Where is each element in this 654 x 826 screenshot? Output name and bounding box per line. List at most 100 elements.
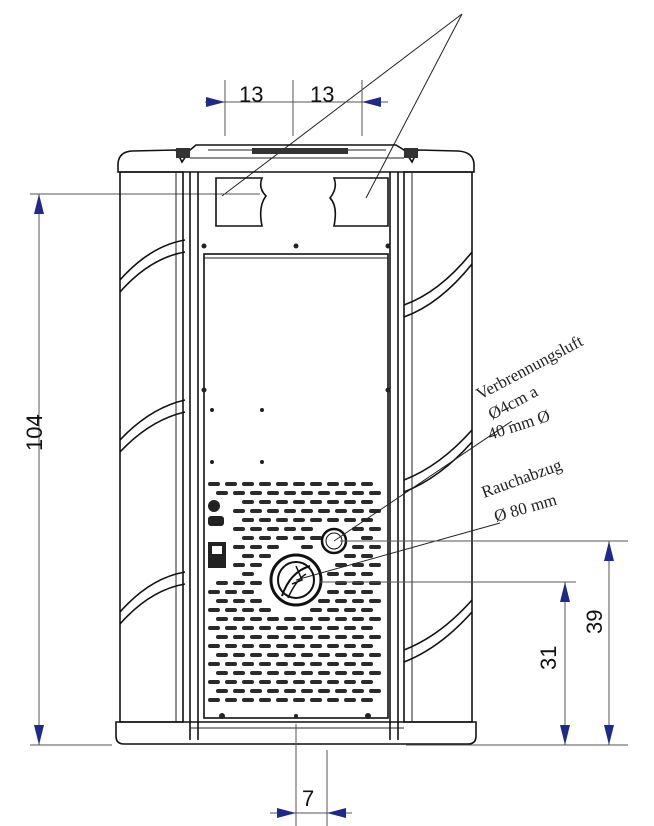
grille-slot — [327, 680, 339, 684]
grille-slot — [369, 635, 381, 639]
grille-slot — [352, 617, 364, 621]
grille-slot — [352, 689, 364, 693]
grille-slot — [242, 662, 254, 666]
grille-slot — [267, 527, 279, 531]
grille-slot — [344, 482, 356, 486]
control-panel — [208, 500, 226, 568]
grille-slot — [267, 671, 279, 675]
grille-slot — [301, 509, 313, 513]
grille-slot — [310, 536, 322, 540]
grille-slot — [301, 671, 313, 675]
grille-slot — [225, 590, 237, 594]
grille-slot — [233, 653, 245, 657]
grille-slot — [361, 536, 373, 540]
dim-flue-height: 31 — [536, 646, 561, 670]
grille-slot — [344, 608, 356, 612]
grille-slot — [318, 671, 330, 675]
grille-slot — [344, 572, 356, 576]
grille-slot — [225, 662, 237, 666]
grille-slot — [225, 482, 237, 486]
grille-slot — [318, 509, 330, 513]
grille-slot — [250, 527, 262, 531]
stove-body — [115, 144, 477, 745]
grille-slot — [216, 581, 228, 585]
grille-slot — [344, 698, 356, 702]
grille-slot — [301, 527, 313, 531]
grille-slot — [327, 608, 339, 612]
grille-slot — [225, 698, 237, 702]
grille-slot — [361, 482, 373, 486]
grille-slot — [344, 626, 356, 630]
grille-slot — [216, 653, 228, 657]
grille-slot — [284, 635, 296, 639]
grille-slot — [310, 626, 322, 630]
grille-slot — [259, 482, 271, 486]
grille-slot — [318, 491, 330, 495]
grille-slot — [301, 689, 313, 693]
grille-slot — [250, 689, 262, 693]
grille-slot — [344, 518, 356, 522]
grille-slot — [327, 500, 339, 504]
grille-slot — [335, 635, 347, 639]
grille-slot — [216, 617, 228, 621]
grille-slot — [242, 518, 254, 522]
grille-slot — [361, 644, 373, 648]
grille-slot — [208, 626, 220, 630]
grille-slot — [242, 644, 254, 648]
grille-slot — [242, 680, 254, 684]
grille-slot — [216, 491, 228, 495]
grille-slot — [233, 617, 245, 621]
grille-slot — [267, 509, 279, 513]
grille-slot — [352, 509, 364, 513]
grille-slot — [335, 563, 347, 567]
grille-slot — [310, 500, 322, 504]
grille-slot — [369, 617, 381, 621]
grille-slot — [216, 599, 228, 603]
grille-slot — [352, 671, 364, 675]
grille-slot — [335, 599, 347, 603]
grille-slot — [276, 698, 288, 702]
grille-slot — [369, 545, 381, 549]
grille-slot — [233, 671, 245, 675]
grille-slot — [242, 554, 254, 558]
top-callout-leaders — [221, 13, 463, 199]
grille-slot — [259, 644, 271, 648]
grille-slot — [352, 635, 364, 639]
grille-slot — [208, 662, 220, 666]
grille-slot — [369, 491, 381, 495]
grille-slot — [250, 563, 262, 567]
grille-slot — [310, 644, 322, 648]
grille-slot — [208, 644, 220, 648]
grille-slot — [284, 617, 296, 621]
grille-slot — [293, 518, 305, 522]
dim-air-inlet-height: 39 — [582, 610, 607, 634]
grille-slot — [335, 509, 347, 513]
grille-slot — [259, 680, 271, 684]
grille-slot — [293, 644, 305, 648]
grille-slot — [318, 635, 330, 639]
grille-slot — [259, 536, 271, 540]
grille-slot — [284, 653, 296, 657]
grille-slot — [310, 662, 322, 666]
grille-slot — [233, 509, 245, 513]
grille-slot — [267, 689, 279, 693]
grille-slot — [267, 491, 279, 495]
grille-slot — [293, 698, 305, 702]
grille-slot — [242, 590, 254, 594]
grille-slot — [284, 509, 296, 513]
grille-slot — [352, 653, 364, 657]
grille-slot — [318, 689, 330, 693]
top-dimension: 13 13 — [205, 80, 388, 136]
grille-slot — [250, 599, 262, 603]
grille-slot — [352, 491, 364, 495]
grille-slot — [216, 689, 228, 693]
grille-slot — [327, 626, 339, 630]
grille-slot — [259, 698, 271, 702]
grille-slot — [225, 680, 237, 684]
grille-slot — [352, 545, 364, 549]
grille-slot — [310, 680, 322, 684]
grille-slot — [293, 500, 305, 504]
grille-slot — [250, 509, 262, 513]
pipe-label-leaders — [295, 420, 513, 581]
grille-slot — [361, 500, 373, 504]
